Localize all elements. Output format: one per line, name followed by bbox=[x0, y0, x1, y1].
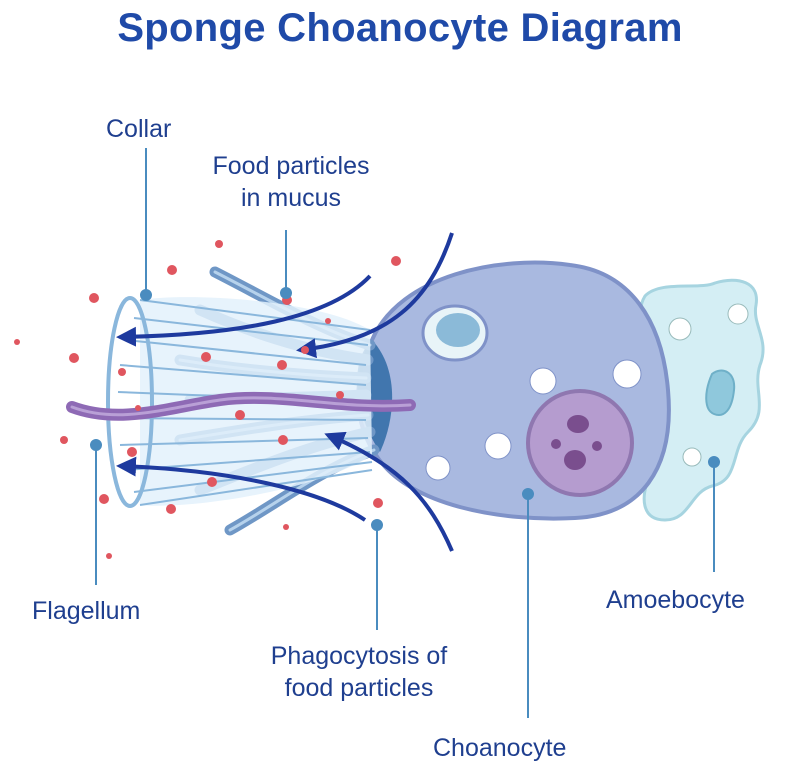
label-food-particles-line2: in mucus bbox=[240, 184, 342, 212]
page-title: Sponge Choanocyte Diagram bbox=[117, 6, 683, 50]
label-food-particles-line1: Food particles bbox=[212, 152, 370, 180]
amoebocyte-cell bbox=[639, 278, 765, 522]
label-flagellum: Flagellum bbox=[32, 597, 141, 625]
label-food-particles: Food particles in mucus bbox=[186, 150, 396, 214]
label-phagocytosis: Phagocytosis of food particles bbox=[244, 640, 474, 704]
nucleus bbox=[526, 389, 634, 497]
food-particles bbox=[14, 240, 401, 559]
label-choanocyte: Choanocyte bbox=[433, 734, 567, 762]
label-phagocytosis-line1: Phagocytosis of bbox=[270, 642, 448, 670]
label-collar: Collar bbox=[106, 115, 172, 143]
label-amoebocyte: Amoebocyte bbox=[606, 586, 745, 614]
leader-lines bbox=[90, 148, 720, 718]
water-flow-arrows bbox=[116, 232, 454, 552]
label-phagocytosis-line2: food particles bbox=[284, 674, 434, 702]
